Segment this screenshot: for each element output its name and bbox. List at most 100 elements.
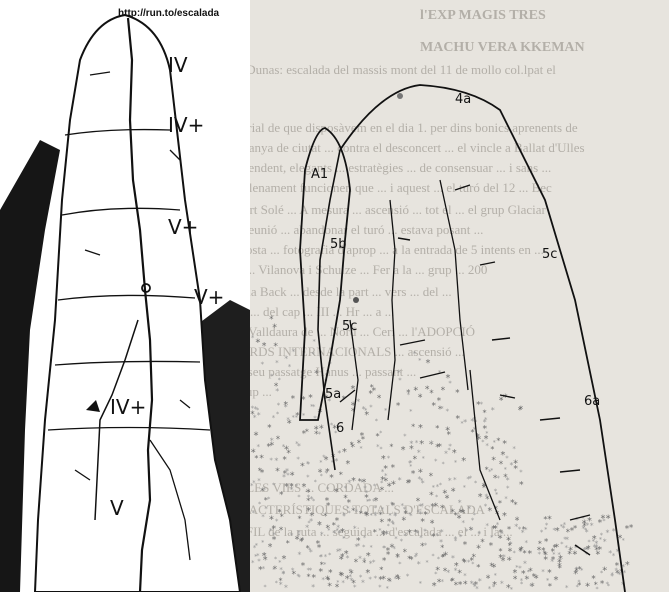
scree-texture: ****************************************… (250, 315, 633, 592)
svg-text:*: * (364, 509, 369, 520)
svg-text:*: * (434, 457, 438, 465)
svg-text:*: * (474, 479, 477, 487)
svg-text:*: * (503, 393, 508, 404)
svg-text:*: * (345, 574, 350, 585)
svg-text:*: * (334, 487, 339, 498)
svg-text:*: * (356, 397, 360, 406)
svg-text:*: * (311, 583, 315, 592)
svg-text:*: * (523, 548, 527, 558)
svg-text:*: * (302, 413, 305, 420)
svg-text:*: * (374, 511, 378, 520)
svg-text:*: * (377, 394, 382, 404)
svg-text:*: * (401, 445, 406, 456)
svg-text:*: * (419, 579, 423, 587)
svg-text:*: * (476, 562, 480, 572)
svg-text:*: * (326, 485, 330, 493)
svg-text:*: * (480, 538, 485, 548)
svg-text:*: * (513, 550, 516, 557)
svg-text:*: * (372, 497, 376, 506)
svg-text:*: * (339, 469, 343, 479)
svg-text:*: * (369, 390, 374, 400)
right-route-lines (350, 180, 500, 520)
svg-text:*: * (262, 551, 267, 562)
svg-text:*: * (448, 477, 452, 486)
svg-text:*: * (268, 542, 273, 553)
svg-text:*: * (502, 511, 507, 522)
svg-text:*: * (312, 403, 316, 411)
svg-text:*: * (421, 479, 425, 488)
svg-text:*: * (576, 584, 579, 591)
svg-text:*: * (282, 554, 287, 565)
svg-text:*: * (629, 523, 633, 533)
svg-text:*: * (275, 467, 280, 477)
svg-text:*: * (358, 476, 362, 486)
svg-text:*: * (424, 541, 428, 549)
svg-text:*: * (398, 476, 402, 485)
svg-text:*: * (503, 473, 508, 483)
svg-text:*: * (485, 521, 489, 530)
svg-text:*: * (429, 472, 434, 482)
svg-text:*: * (340, 527, 345, 538)
svg-text:*: * (606, 528, 610, 537)
svg-text:*: * (329, 474, 334, 484)
svg-text:*: * (300, 461, 305, 472)
svg-text:*: * (373, 527, 377, 537)
route-label: 5a (325, 387, 341, 402)
svg-text:*: * (283, 455, 287, 465)
svg-text:*: * (295, 482, 299, 490)
svg-text:*: * (327, 582, 332, 592)
svg-text:*: * (543, 554, 548, 565)
svg-text:*: * (409, 444, 414, 455)
svg-text:*: * (320, 473, 323, 480)
svg-text:*: * (398, 377, 402, 385)
svg-text:*: * (272, 322, 277, 333)
svg-text:*: * (441, 405, 444, 412)
svg-text:*: * (458, 499, 462, 508)
svg-text:*: * (339, 571, 344, 581)
route-label: 6 (336, 421, 344, 436)
svg-text:*: * (441, 385, 446, 396)
svg-text:*: * (596, 586, 599, 592)
svg-text:*: * (261, 539, 264, 546)
svg-text:*: * (550, 558, 554, 567)
svg-text:*: * (363, 534, 367, 542)
svg-text:*: * (445, 493, 450, 504)
svg-text:*: * (306, 487, 311, 498)
svg-text:*: * (253, 543, 257, 552)
svg-text:*: * (529, 582, 533, 591)
route-label: 5c (542, 247, 557, 262)
route-label: 6a (584, 394, 600, 409)
route-label: A1 (311, 167, 328, 182)
svg-text:*: * (483, 408, 487, 418)
svg-text:*: * (543, 514, 547, 524)
svg-text:*: * (429, 491, 434, 501)
svg-text:*: * (297, 493, 300, 501)
svg-text:*: * (574, 567, 578, 577)
svg-text:*: * (346, 459, 351, 470)
svg-text:*: * (353, 583, 357, 592)
svg-text:*: * (305, 427, 309, 437)
svg-text:*: * (496, 437, 500, 446)
svg-text:*: * (459, 533, 463, 541)
svg-text:*: * (295, 410, 299, 420)
svg-text:*: * (518, 406, 523, 416)
svg-text:*: * (364, 494, 369, 504)
svg-text:*: * (551, 548, 556, 558)
svg-text:*: * (394, 535, 398, 543)
svg-text:*: * (270, 441, 275, 452)
svg-text:*: * (343, 494, 348, 504)
svg-text:*: * (284, 483, 289, 493)
svg-text:*: * (463, 484, 466, 491)
svg-text:*: * (297, 533, 300, 540)
svg-text:*: * (275, 358, 279, 367)
svg-text:*: * (292, 414, 295, 421)
svg-text:*: * (483, 418, 487, 427)
svg-text:*: * (429, 389, 433, 399)
route-label: 5b (330, 237, 347, 252)
svg-text:*: * (432, 402, 437, 412)
svg-text:*: * (319, 423, 324, 434)
svg-text:*: * (366, 551, 371, 562)
svg-text:*: * (565, 583, 569, 592)
svg-text:*: * (435, 565, 440, 576)
svg-text:*: * (456, 413, 461, 424)
